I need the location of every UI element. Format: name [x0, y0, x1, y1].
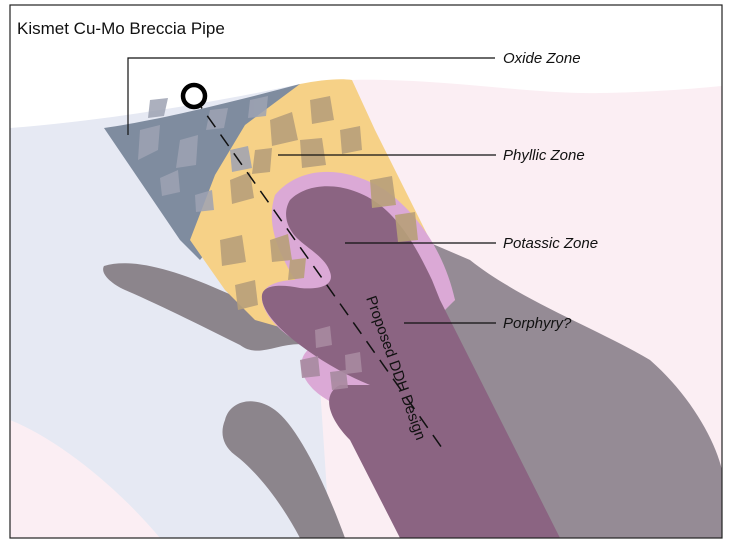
porphyry-clasts [300, 326, 362, 390]
dark-rock-finger-lower [222, 401, 345, 538]
dark-rock-lobe-left [103, 263, 310, 351]
oxide-clasts [138, 96, 268, 212]
drillhole-collar-icon [180, 82, 208, 110]
oxide-leader [127, 57, 495, 135]
phyllic-zone-label: Phyllic Zone [503, 147, 585, 164]
porphyry-core [261, 186, 560, 538]
diagram-frame [9, 4, 723, 539]
phyllic-clasts [220, 96, 418, 310]
porphyry-zone-label: Porphyry? [503, 315, 572, 332]
drillhole-trace [193, 96, 443, 449]
potassic-zone-label: Potassic Zone [503, 235, 598, 252]
diagram-title: Kismet Cu-Mo Breccia Pipe [17, 19, 225, 38]
dark-rock-right [400, 230, 722, 538]
oxide-zone-label: Oxide Zone [503, 50, 581, 67]
leader-lines [127, 57, 496, 324]
host-rock-lower-left [10, 420, 160, 538]
